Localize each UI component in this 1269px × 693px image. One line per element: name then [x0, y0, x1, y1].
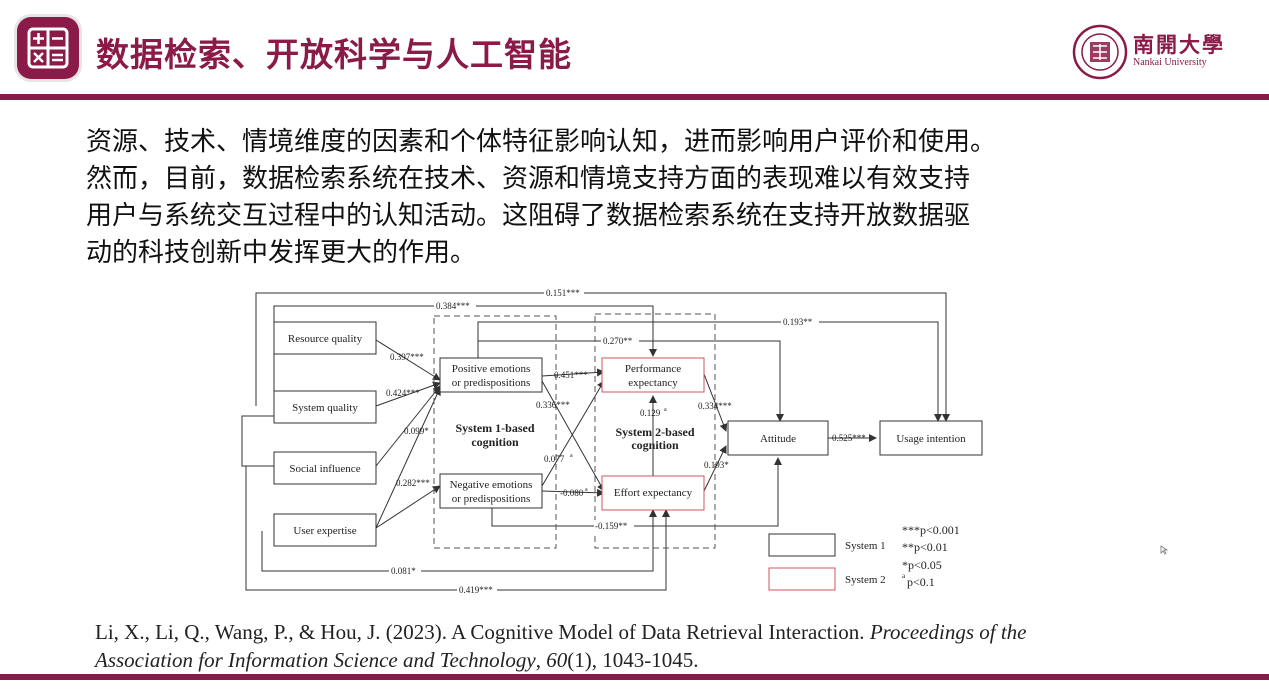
legend-p1: p<0.1	[907, 575, 935, 589]
legend-p1-sup: a	[902, 572, 906, 580]
citation-authors: Li, X., Li, Q., Wang, P., & Hou, J. (202…	[95, 620, 870, 644]
node-social-influence: Social influence	[289, 463, 360, 475]
node-negative-emotions-2: or predispositions	[452, 493, 531, 505]
page-title: 数据检索、开放科学与人工智能	[96, 35, 572, 74]
node-positive-emotions-2: or predispositions	[452, 377, 531, 389]
mouse-cursor-icon	[1160, 540, 1169, 559]
footer-divider	[0, 674, 1269, 680]
edge-label: 0.397***	[390, 352, 424, 362]
citation-pages: (1), 1043-1045.	[567, 648, 699, 672]
edge-label: 0.525***	[832, 433, 866, 443]
legend-p05: *p<0.05	[902, 558, 942, 572]
header-divider	[0, 94, 1269, 100]
edge-label: 0.282***	[396, 478, 430, 488]
node-attitude: Attitude	[760, 433, 796, 445]
cognitive-model-diagram: Resource quality System quality Social i…	[238, 286, 998, 605]
edge-label: 0.424***	[386, 388, 420, 398]
edge-label: 0.384***	[436, 301, 470, 311]
body-line: 资源、技术、情境维度的因素和个体特征影响认知，进而影响用户评价和使用。	[86, 127, 997, 157]
edge-label: 0.193**	[783, 317, 813, 327]
node-negative-emotions: Negative emotions	[450, 479, 533, 491]
system2-label-2: cognition	[631, 438, 679, 452]
legend-system1-label: System 1	[845, 540, 886, 552]
node-resource-quality: Resource quality	[288, 333, 363, 345]
citation-journal-2: Association for Information Science and …	[95, 648, 536, 672]
node-system-quality: System quality	[292, 402, 358, 414]
node-performance-expectancy: Performance	[625, 363, 681, 375]
node-positive-emotions: Positive emotions	[452, 363, 531, 375]
node-performance-expectancy-2: expectancy	[628, 377, 678, 389]
legend-system2-swatch	[768, 567, 836, 591]
edge-superscript: a	[585, 487, 588, 493]
university-name-en: Nankai University	[1133, 57, 1207, 68]
edge-label: 0.151***	[546, 288, 580, 298]
edge-label: 0.193*	[704, 460, 729, 470]
university-seal	[1072, 24, 1128, 84]
legend-p001: ***p<0.001	[902, 523, 960, 537]
legend-system2-label: System 2	[845, 574, 886, 586]
edge-superscript: a	[664, 407, 667, 413]
edge-label: 0.129	[640, 408, 661, 418]
legend-system1-swatch	[768, 533, 836, 557]
legend-p01: **p<0.01	[902, 540, 948, 554]
node-usage-intention: Usage intention	[896, 433, 966, 445]
node-user-expertise: User expertise	[293, 525, 356, 537]
citation: Li, X., Li, Q., Wang, P., & Hou, J. (202…	[95, 618, 1027, 674]
edge-superscript: a	[570, 453, 573, 459]
edge-label: 0.077	[544, 454, 565, 464]
edge-label: 0.419***	[459, 585, 493, 595]
citation-journal: Proceedings of the	[869, 620, 1027, 644]
system2-label: System 2-based	[615, 425, 694, 439]
edge-label: 0.451***	[554, 370, 588, 380]
node-effort-expectancy: Effort expectancy	[614, 487, 693, 499]
edge-label: 0.334***	[698, 401, 732, 411]
edge-label: 0.336***	[536, 400, 570, 410]
citation-volume: 60	[546, 648, 568, 672]
edge-label: -0.159**	[595, 521, 628, 531]
body-line: 动的科技创新中发挥更大的作用。	[86, 238, 477, 268]
body-line: 用户与系统交互过程中的认知活动。这阻碍了数据检索系统在支持开放数据驱	[86, 201, 971, 231]
citation-sep: ,	[535, 648, 547, 672]
system1-label-2: cognition	[471, 435, 519, 449]
edge-label: 0.081*	[391, 566, 416, 576]
edge-label: 0.270**	[603, 336, 633, 346]
edge-label: 0.099*	[404, 426, 429, 436]
university-name-cn: 南開大學	[1133, 32, 1225, 57]
system1-label: System 1-based	[455, 421, 534, 435]
body-line: 然而，目前，数据检索系统在技术、资源和情境支持方面的表现难以有效支持	[86, 164, 971, 194]
edge-label: -0.080	[560, 488, 584, 498]
body-paragraph: 资源、技术、情境维度的因素和个体特征影响认知，进而影响用户评价和使用。 然而，目…	[86, 124, 1186, 272]
calculator-icon	[17, 17, 79, 79]
